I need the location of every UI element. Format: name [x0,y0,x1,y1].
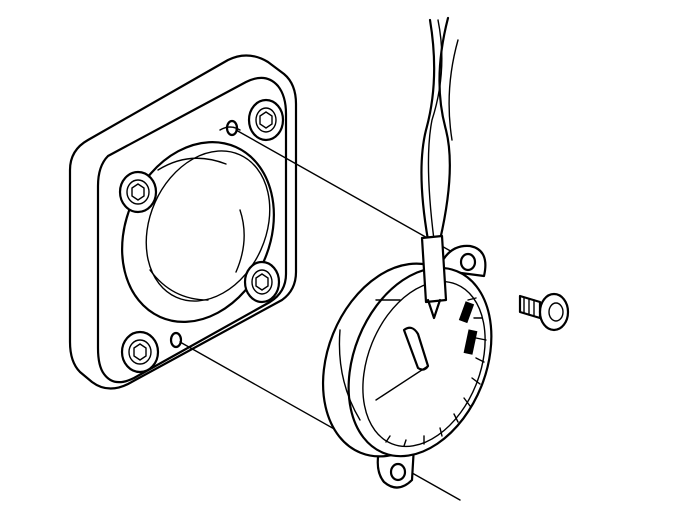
wire-sleeve [420,234,448,304]
bracket-bore-inner [145,150,271,302]
torx-screw-icon [243,260,281,304]
dial-gauge [321,244,493,489]
mounting-bracket [68,54,298,390]
bracket-screw [118,98,285,374]
sensor-wires [420,16,459,320]
bracket-hole-top [225,119,239,137]
gauge-dial-face [362,280,486,448]
screw-head [538,292,570,332]
gauge-range-marker [463,329,478,355]
torx-screw-icon [118,170,158,214]
screw-shaft [518,294,542,320]
gauge-scale [385,297,487,447]
bracket-hole-bottom [169,331,183,349]
gauge-range-marker [458,301,475,324]
torx-screw-icon [120,330,160,374]
torx-screw-icon [247,98,285,142]
mounting-screw [518,292,570,332]
gauge-bezel [347,266,493,458]
